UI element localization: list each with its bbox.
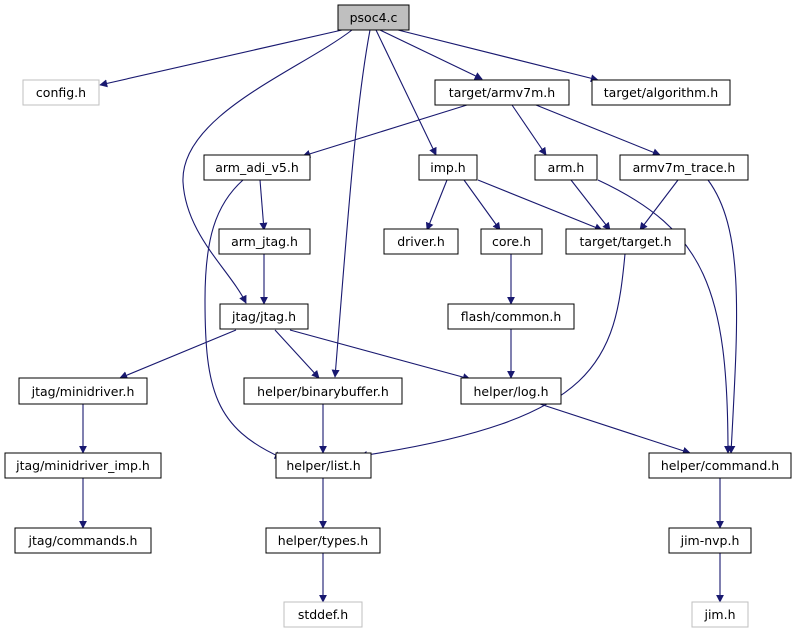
node-psoc4[interactable]: psoc4.c <box>337 4 410 31</box>
edges <box>79 28 738 603</box>
edge-psoc4-binarybuffer <box>331 29 371 378</box>
node-label: psoc4.c <box>350 10 398 25</box>
edge-arm-target <box>570 179 611 231</box>
node-label: helper/log.h <box>473 384 548 399</box>
node-label: flash/common.h <box>461 309 562 324</box>
node-label: imp.h <box>430 160 465 175</box>
edge-arm_adi_v5-list <box>204 179 283 459</box>
edge-armv7m-arm <box>511 104 547 156</box>
node-commands[interactable]: jtag/commands.h <box>14 527 152 554</box>
node-binarybuffer[interactable]: helper/binarybuffer.h <box>243 377 403 405</box>
node-command[interactable]: helper/command.h <box>648 452 792 479</box>
node-target[interactable]: target/target.h <box>565 228 686 255</box>
edge-jtag-minidriver <box>119 329 237 379</box>
node-core[interactable]: core.h <box>480 228 543 255</box>
edge-armv7m-arm_adi_v5 <box>302 104 468 158</box>
node-flash_common[interactable]: flash/common.h <box>447 303 575 330</box>
node-armv7m_trace[interactable]: armv7m_trace.h <box>619 154 749 181</box>
node-label: stddef.h <box>298 607 348 622</box>
node-minidriver_imp[interactable]: jtag/minidriver_imp.h <box>4 452 162 479</box>
edge-imp-target <box>477 179 603 232</box>
node-config[interactable]: config.h <box>22 79 100 106</box>
edge-trace-target <box>639 179 679 231</box>
edge-psoc4-algorithm <box>393 28 599 83</box>
node-minidriver[interactable]: jtag/minidriver.h <box>18 377 148 405</box>
node-label: jtag/jtag.h <box>231 309 296 324</box>
node-jtag[interactable]: jtag/jtag.h <box>219 303 309 330</box>
node-label: core.h <box>492 234 531 249</box>
node-label: arm_jtag.h <box>231 234 298 249</box>
edge-trace-command <box>707 179 738 454</box>
node-label: jtag/commands.h <box>28 533 138 548</box>
edge-imp-core <box>463 179 501 231</box>
edge-arm-command <box>597 179 732 454</box>
node-label: armv7m_trace.h <box>633 160 736 175</box>
node-arm_adi_v5[interactable]: arm_adi_v5.h <box>203 154 311 181</box>
edge-psoc4-imp <box>375 29 437 156</box>
node-stddef[interactable]: stddef.h <box>283 601 363 628</box>
edge-psoc4-jtag <box>182 29 353 304</box>
node-label: arm_adi_v5.h <box>215 160 299 175</box>
node-jim_nvp[interactable]: jim-nvp.h <box>668 527 752 554</box>
node-label: jtag/minidriver_imp.h <box>15 458 150 473</box>
node-label: arm.h <box>548 160 585 175</box>
edge-psoc4-config <box>99 29 343 88</box>
node-algorithm[interactable]: target/algorithm.h <box>591 79 731 106</box>
node-log[interactable]: helper/log.h <box>460 377 562 405</box>
node-types[interactable]: helper/types.h <box>265 527 381 554</box>
node-imp[interactable]: imp.h <box>418 154 478 181</box>
node-armv7m[interactable]: target/armv7m.h <box>434 79 570 106</box>
node-label: driver.h <box>397 234 445 249</box>
node-label: jim.h <box>703 607 735 622</box>
node-arm_jtag[interactable]: arm_jtag.h <box>218 228 311 255</box>
node-label: config.h <box>36 85 86 100</box>
edge-armv7m-armv7m_trace <box>535 104 661 157</box>
node-label: target/algorithm.h <box>604 85 718 100</box>
node-label: helper/binarybuffer.h <box>257 384 389 399</box>
edge-target-list <box>359 253 626 459</box>
edge-log-command <box>539 403 691 455</box>
node-arm[interactable]: arm.h <box>534 154 598 181</box>
edge-jtag-binarybuffer <box>274 329 320 379</box>
node-list[interactable]: helper/list.h <box>275 452 372 479</box>
node-label: target/target.h <box>579 234 671 249</box>
node-jim[interactable]: jim.h <box>691 601 749 628</box>
edge-psoc4-armv7m <box>379 29 483 80</box>
node-label: jtag/minidriver.h <box>31 384 135 399</box>
node-label: helper/types.h <box>278 533 368 548</box>
node-driver[interactable]: driver.h <box>383 228 459 255</box>
node-label: jim-nvp.h <box>680 533 740 548</box>
node-label: helper/list.h <box>286 458 360 473</box>
edge-imp-driver <box>425 179 448 231</box>
edge-jtag-log <box>289 329 471 381</box>
node-label: target/armv7m.h <box>449 85 555 100</box>
edge-arm_adi_v5-arm_jtag <box>259 179 268 231</box>
node-label: helper/command.h <box>661 458 779 473</box>
